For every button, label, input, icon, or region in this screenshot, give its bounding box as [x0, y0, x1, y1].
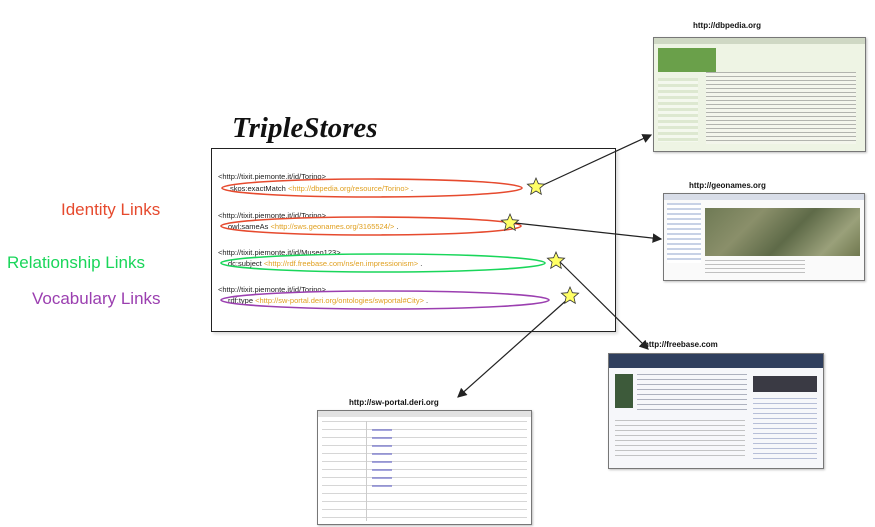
triple-2-predicate: owl:sameAs: [228, 222, 269, 231]
triple-3-predicate: dc:subject: [228, 259, 262, 268]
triple-4-subject: <http://tixit.piemonte.it/id/Torino>: [218, 285, 326, 294]
triple-4-object: <http://sw-portal.deri.org/ontologies/sw…: [255, 296, 424, 305]
star-icon: [526, 176, 546, 196]
identity-ellipse-2: [220, 216, 522, 236]
dbpedia-screenshot: [653, 37, 866, 152]
triple-1-predicate: skos:exactMatch: [230, 184, 286, 193]
triple-3-body: dc:subject <http://rdf.freebase.com/ns/e…: [228, 259, 422, 268]
relationship-links-label: Relationship Links: [7, 253, 145, 272]
triplestores-title: TripleStores: [232, 112, 378, 144]
relationship-ellipse: [220, 253, 546, 273]
swportal-url-label: http://sw-portal.deri.org: [349, 398, 439, 407]
identity-links-label: Identity Links: [61, 200, 161, 219]
arrow-to-geonames: [514, 222, 663, 243]
swportal-screenshot: [317, 410, 532, 525]
arrow-to-freebase: [559, 261, 649, 350]
arrow-to-dbpedia: [540, 134, 653, 187]
triple-4-body: rdf:type <http://sw-portal.deri.org/onto…: [228, 296, 428, 305]
dbpedia-url-label: http://dbpedia.org: [693, 21, 761, 30]
star-icon: [500, 212, 520, 232]
freebase-screenshot: [608, 353, 824, 469]
triple-2-object: <http://sws.geonames.org/3165524/>: [270, 222, 395, 231]
geonames-url-label: http://geonames.org: [689, 181, 766, 190]
triple-1-end: .: [410, 184, 414, 193]
star-icon: [560, 285, 580, 305]
triple-4-end: .: [426, 296, 429, 305]
triple-2-subject: <http://tixit.piemonte.it/id/Torino>: [218, 211, 326, 220]
triple-4-predicate: rdf:type: [228, 296, 254, 305]
triple-3-object: <http://rdf.freebase.com/ns/en.impressio…: [263, 259, 419, 268]
arrow-to-swportal: [457, 297, 570, 398]
triple-2-body: owl:sameAs <http://sws.geonames.org/3165…: [228, 222, 399, 231]
triple-1-subject: <http://tixit.piemonte.it/id/Torino>: [218, 172, 326, 181]
star-icon: [546, 250, 566, 270]
triple-3-subject: <http://tixit.piemonte.it/id/Museo123>: [218, 248, 341, 257]
triple-1-object: <http://dbpedia.org/resource/Torino>: [287, 184, 409, 193]
vocabulary-ellipse: [220, 290, 550, 310]
triple-1-body: skos:exactMatch <http://dbpedia.org/reso…: [230, 184, 413, 193]
freebase-url-label: http://freebase.com: [644, 340, 718, 349]
vocabulary-links-label: Vocabulary Links: [32, 289, 161, 308]
geonames-screenshot: [663, 193, 865, 281]
triple-3-end: .: [420, 259, 423, 268]
triple-2-end: .: [396, 222, 399, 231]
identity-ellipse-1: [221, 178, 523, 198]
